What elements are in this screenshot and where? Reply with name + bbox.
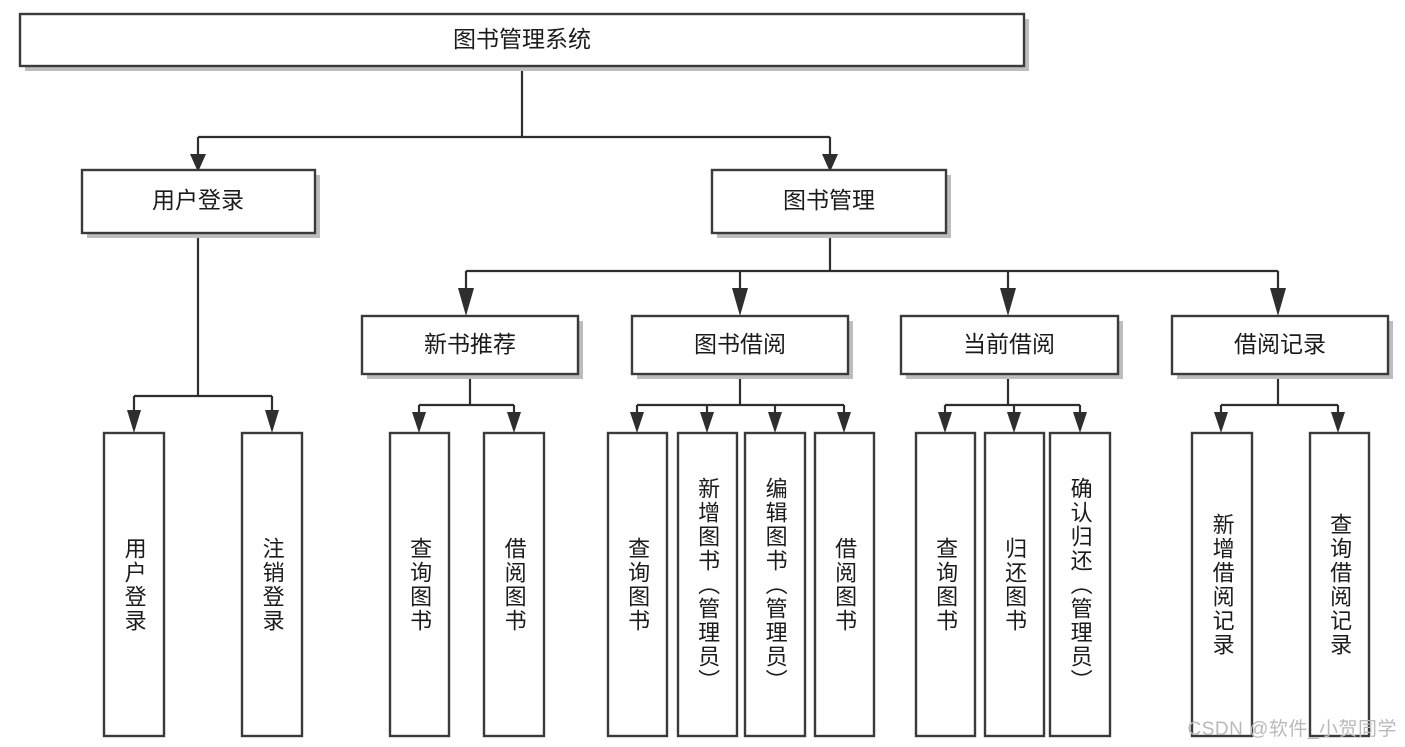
label-new-book-recommend: 新书推荐 <box>424 331 516 357</box>
arrow-to-leaf-add-book <box>700 412 714 433</box>
label-user-login: 用户登录 <box>152 187 244 213</box>
arrow-to-leaf-query-record <box>1331 412 1345 433</box>
box-root[interactable] <box>18 12 1026 68</box>
label-borrow-record: 借阅记录 <box>1234 331 1326 357</box>
watermark: CSDN @软件_小贺同学 <box>1187 719 1397 740</box>
arrow-to-leaf-borrow-book-b <box>837 412 851 433</box>
box-leaf-query-book-a[interactable] <box>388 431 451 738</box>
label-current-borrow: 当前借阅 <box>963 331 1055 357</box>
box-leaf-borrow-book-a[interactable] <box>482 431 546 738</box>
box-leaf-confirm-return[interactable] <box>1048 431 1112 738</box>
arrow-to-leaf-logout <box>265 410 279 433</box>
box-leaf-edit-book[interactable] <box>743 431 807 738</box>
box-leaf-return-book[interactable] <box>983 431 1046 738</box>
label-root: 图书管理系统 <box>453 26 591 52</box>
box-leaf-user-login[interactable] <box>102 431 166 738</box>
arrow-to-leaf-add-record <box>1214 412 1228 433</box>
box-borrow-record[interactable] <box>1170 314 1390 376</box>
arrow-to-user-login <box>190 154 206 172</box>
label-book-borrow: 图书借阅 <box>694 331 786 357</box>
arrow-to-leaf-confirm-return <box>1073 412 1087 433</box>
arrow-to-leaf-edit-book <box>768 412 782 433</box>
label-book-management: 图书管理 <box>783 187 875 213</box>
arrow-to-leaf-borrow-book-a <box>507 412 521 433</box>
box-leaf-borrow-book-b[interactable] <box>813 431 876 738</box>
box-leaf-add-book[interactable] <box>676 431 739 738</box>
arrow-to-current-borrow <box>1000 288 1016 316</box>
arrow-to-leaf-user-login <box>127 410 141 433</box>
arrow-to-borrow-record <box>1270 288 1286 316</box>
arrow-to-leaf-query-book-a <box>412 412 426 433</box>
box-new-book-recommend[interactable] <box>360 314 580 376</box>
box-leaf-add-record[interactable] <box>1190 431 1254 738</box>
node-boxes <box>18 12 1390 738</box>
arrow-to-new-book-recommend <box>458 288 474 316</box>
node-labels: 图书管理系统 用户登录 图书管理 新书推荐 图书借阅 当前借阅 借阅记录 <box>152 26 1326 357</box>
box-leaf-query-record[interactable] <box>1308 431 1371 738</box>
box-leaf-query-book-b[interactable] <box>606 431 669 738</box>
connectors <box>127 66 1345 433</box>
box-current-borrow[interactable] <box>899 314 1120 376</box>
arrow-to-book-management <box>822 154 838 172</box>
box-leaf-query-book-c[interactable] <box>914 431 977 738</box>
box-book-management[interactable] <box>710 168 948 235</box>
arrow-to-leaf-query-book-c <box>938 412 952 433</box>
arrow-to-leaf-query-book-b <box>630 412 644 433</box>
arrow-to-book-borrow <box>732 288 748 316</box>
arrow-to-leaf-return-book <box>1007 412 1021 433</box>
box-book-borrow[interactable] <box>630 314 850 376</box>
box-user-login[interactable] <box>80 168 317 235</box>
box-leaf-logout[interactable] <box>240 431 304 738</box>
